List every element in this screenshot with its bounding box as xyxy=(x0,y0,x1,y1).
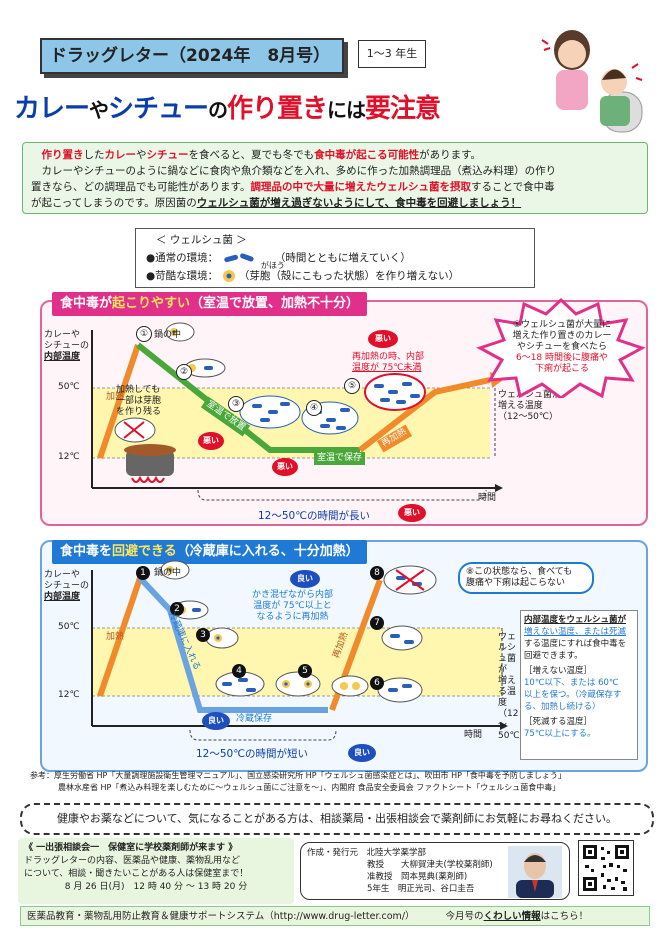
panel2-step4: 4 xyxy=(232,664,246,678)
bacteria-icon xyxy=(223,253,254,263)
bad-badge: 悪い xyxy=(272,458,298,476)
panel2-step5: 5 xyxy=(298,664,312,678)
panel2-range: 12～50℃の時間が短い xyxy=(196,748,309,760)
panel1-graph xyxy=(91,322,506,501)
panel1-ylabel: カレーやシチューの内部温度 xyxy=(44,330,90,362)
panel1-step5: ⑤ xyxy=(344,378,360,394)
panel2-step1: 1 xyxy=(136,566,150,580)
panel2-y12: 12℃ xyxy=(58,690,80,700)
panel2-step6: 6 xyxy=(370,676,384,690)
site-link[interactable]: 医薬品教育・薬物乱用防止教育＆健康サポートシステム（http://www.dru… xyxy=(27,911,415,922)
panel2-pot: 鍋の中 xyxy=(154,568,182,578)
panel1-step4: ④ xyxy=(306,400,322,416)
panel1-step2: ② xyxy=(176,364,192,380)
spore-icon xyxy=(222,270,235,282)
panel1-reheat-note: 再加熱の時、内部温度が 75℃未満 xyxy=(352,352,425,373)
panel1-xlabel: 時間 xyxy=(478,493,497,503)
good-badge: 良い xyxy=(202,712,230,730)
panel1-keep: 室温で保存 xyxy=(314,452,366,465)
letter-title: ドラッグレター（2024年 8月号） xyxy=(40,38,344,74)
author-box: 作成・発行元 北陸大学薬学部 教授 大柳賀津夫(学校薬剤師) 准教授 岡本晃典(… xyxy=(300,842,570,900)
panel1-heat: 加熱 xyxy=(106,392,125,402)
headline: カレーやシチューの作り置きには要注意 xyxy=(14,94,441,124)
panel2-side-note: 内部温度をウェルシュ菌が 増えない温度、または死滅 する温度にすれば食中毒を 回… xyxy=(520,610,638,760)
panel1-tab: 食中毒が起こりやすい（室温で放置、加熱不十分） xyxy=(52,292,368,316)
warning-burst xyxy=(476,298,646,398)
panel2-y50: 50℃ xyxy=(58,622,80,632)
bad-badge: 悪い xyxy=(368,330,398,348)
sick-people-illustration xyxy=(541,30,643,133)
panel1-step3: ③ xyxy=(228,396,244,412)
good-badge: 良い xyxy=(348,744,376,762)
panel2-tab: 食中毒を回避できる（冷蔵庫に入れる、十分加熱） xyxy=(52,540,367,564)
panel2-xlabel: 時間 xyxy=(464,730,483,740)
burst-text: ⑤ウェルシュ菌が大量に増えた作り置きのカレーやシチューを食べたら 6～18 時間… xyxy=(512,320,612,374)
panel2-step7: 7 xyxy=(370,616,384,630)
panel2-step3: 3 xyxy=(196,628,210,642)
panel1-grow-label: ウェルシュ菌が増える温度（12～50℃） xyxy=(498,390,562,422)
references: 参考：厚生労働省 HP「大量調理施設衛生管理マニュアル」、国立感染研究所 HP「… xyxy=(30,771,566,792)
panel1-y12: 12℃ xyxy=(58,452,80,462)
footer-bar: 医薬品教育・薬物乱用防止教育＆健康サポートシステム（http://www.dru… xyxy=(20,906,650,926)
intro-text: 作り置きしたカレーやシチューを食べると、夏でも冬でも食中毒が起こる可能性がありま… xyxy=(22,142,648,214)
panel1-range: 12～50℃の時間が長い xyxy=(258,510,371,522)
panel2-safe-note: ⑧この状態なら、食べても腹痛や下痢は起こらない xyxy=(458,562,594,594)
good-badge: 良い xyxy=(290,570,320,588)
panel1-spore-note: 加熱しても一部は芽胞を作り残る xyxy=(116,385,162,417)
panel2-keep: 冷蔵保存 xyxy=(236,714,273,724)
consultation-session: 《 一出張相談会一 保健室に学校薬剤師が来ます 》 ドラッグレターの内容、医薬品… xyxy=(18,838,294,904)
panel1-pot: 鍋の中 xyxy=(154,330,182,340)
panel2-ylabel: カレーやシチューの内部温度 xyxy=(44,570,90,602)
bad-badge: 悪い xyxy=(198,432,224,450)
bacteria-legend: ＜ ウェルシュ菌 ＞ ●通常の環境： （時間とともに増えていく） ●苛酷な環境：… xyxy=(135,228,535,288)
qr-code[interactable] xyxy=(578,840,634,896)
panel1-step1: ① xyxy=(136,326,152,342)
panel2-mix-note: かき混ぜながら内部温度が 75℃以上となるように再加熱 xyxy=(252,590,334,622)
panel2-grow-label: ウェルシュ菌が増える温度（12～50℃） xyxy=(498,632,529,741)
bad-badge: 悪い xyxy=(398,504,426,522)
panel2-step8: 8 xyxy=(370,566,384,580)
author-photo xyxy=(508,846,562,898)
consult-message: 健康やお薬などについて、気になることがある方は、相談薬局・出張相談会で薬剤師にお… xyxy=(20,803,654,835)
panel2-step2: 2 xyxy=(170,602,184,616)
panel2-graph xyxy=(91,560,508,741)
panel1-y50: 50℃ xyxy=(58,382,80,392)
grade-label: 1～3 年生 xyxy=(358,40,426,68)
detail-link[interactable]: くわしい情報 xyxy=(483,911,541,922)
panel2-heat: 加熱 xyxy=(106,632,125,642)
